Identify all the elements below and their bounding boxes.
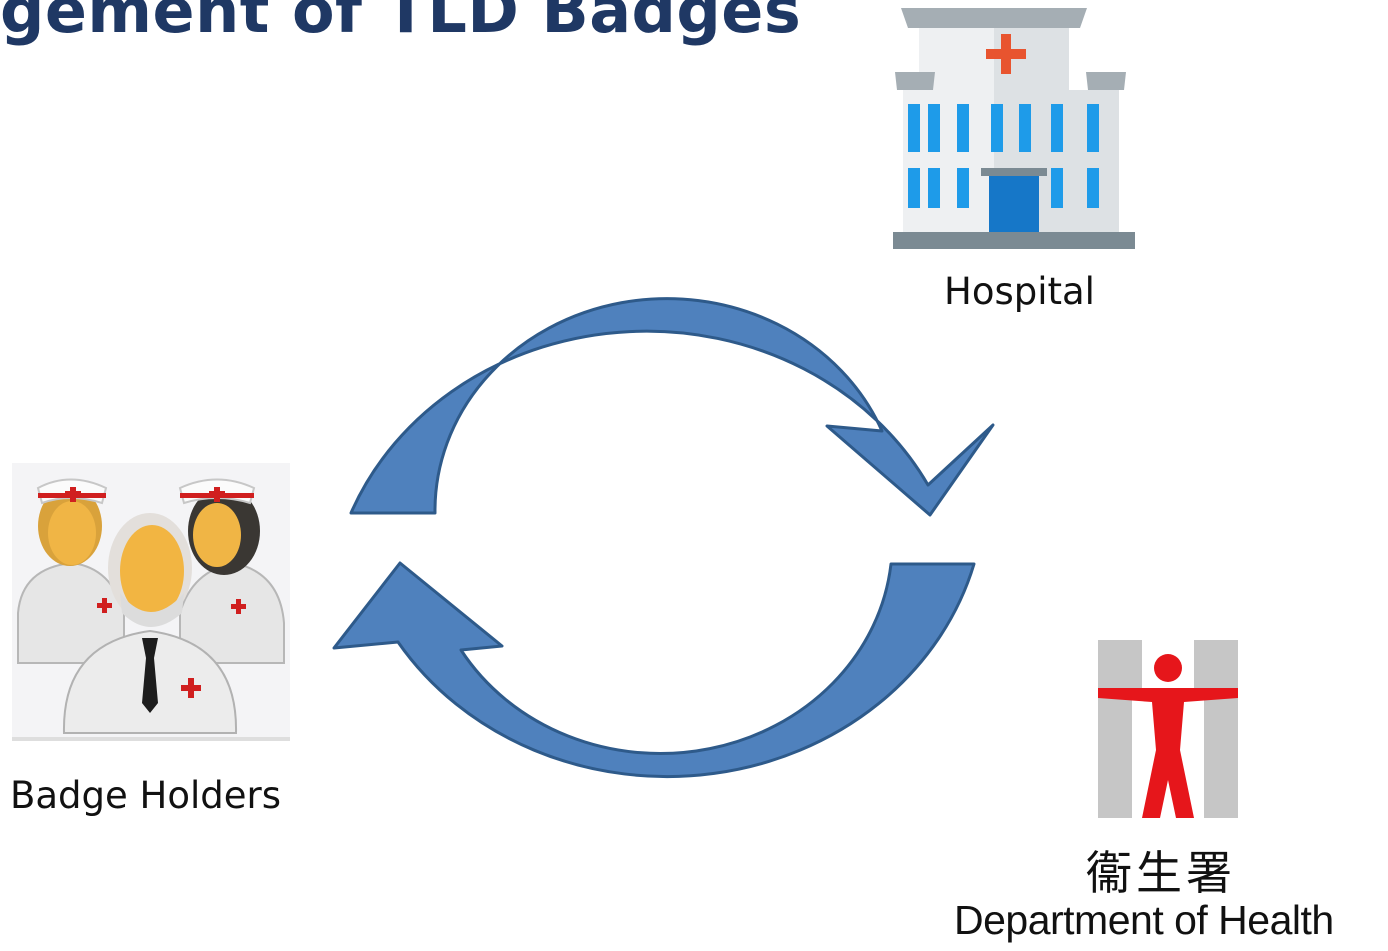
department-of-health-logo [1098,640,1238,823]
hospital-icon [893,8,1137,255]
department-of-health-cjk-label: 衞生署 [1086,846,1236,900]
department-of-health-label: Department of Health [954,897,1334,943]
page-title: gement of TLD Badges [0,0,802,47]
cycle-arrow-bottom [332,561,976,779]
medical-staff-icon [12,463,290,746]
badge-holders-label: Badge Holders [10,774,282,817]
cycle-arrow-top [349,297,995,517]
hospital-label: Hospital [944,270,1095,313]
